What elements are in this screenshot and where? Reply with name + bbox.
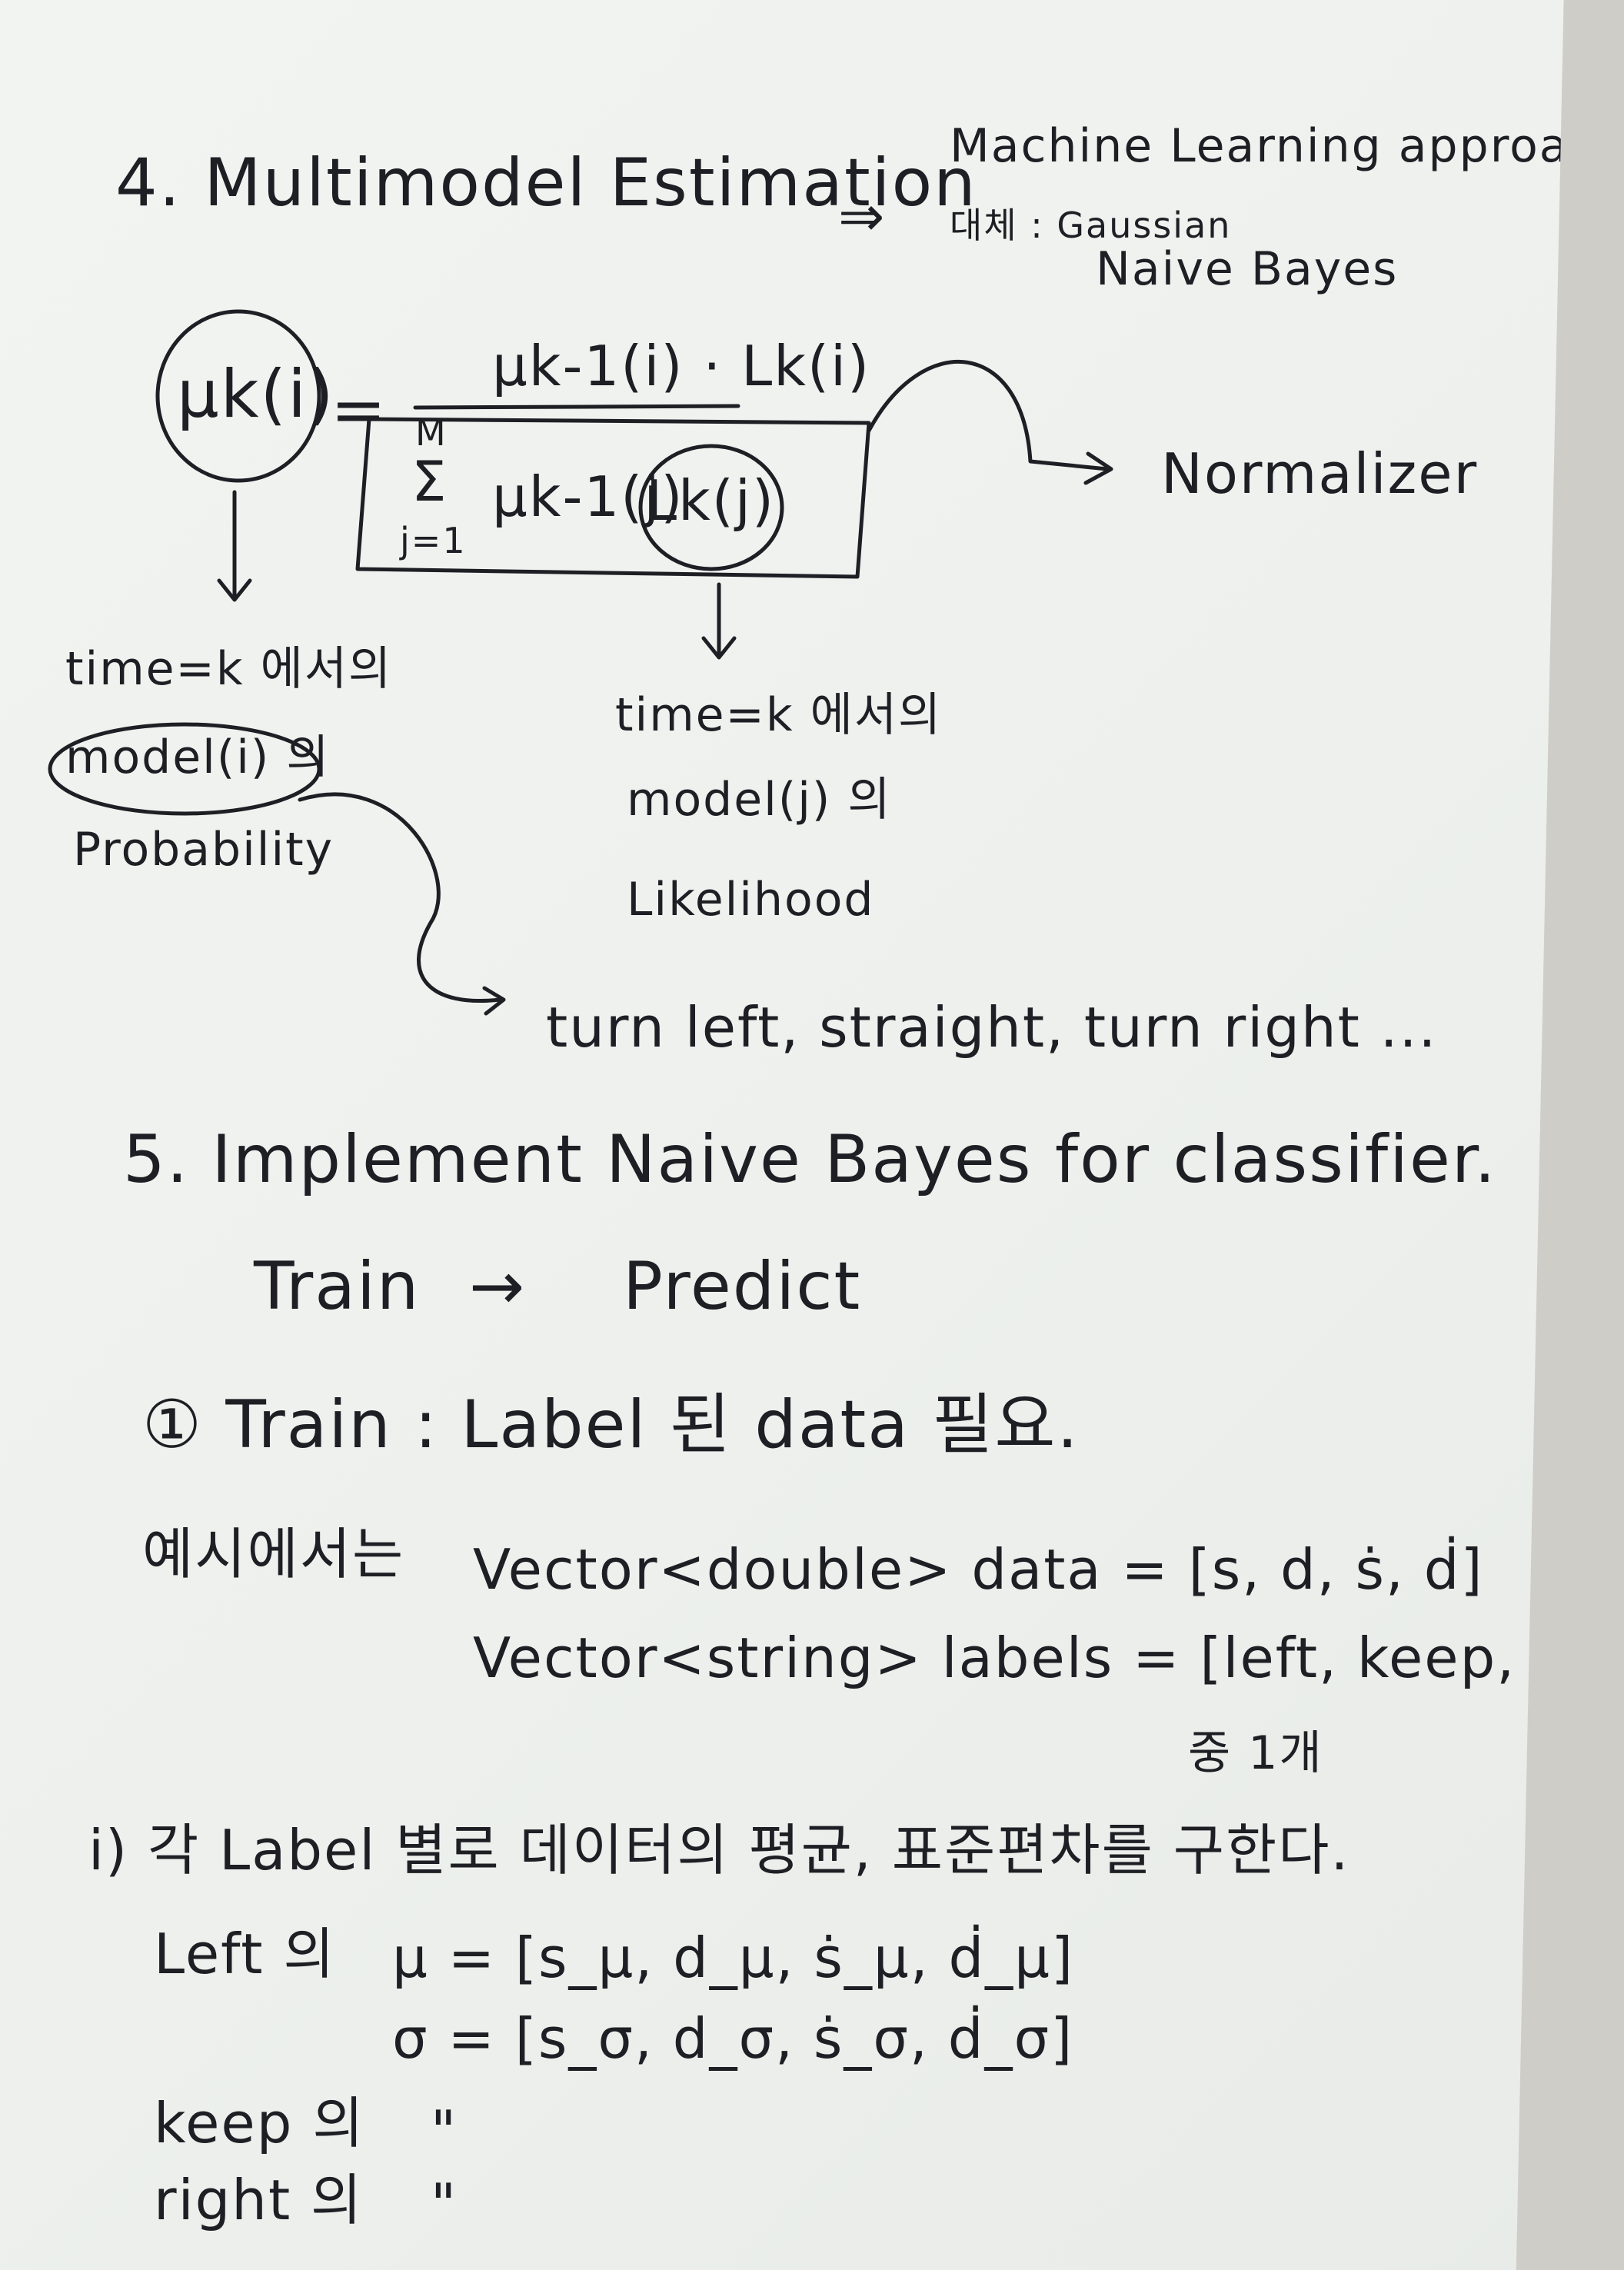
left-label: Left 의 (154, 1922, 336, 1986)
right-note-line2: model(j) 의 (627, 773, 892, 827)
sum-symbol-icon: Σ (411, 449, 448, 514)
labels-vector-line: Vector<string> labels = [left, keep, rig… (473, 1626, 1624, 1690)
flow-train: Train (254, 1248, 421, 1325)
denominator-likelihood-term: Lk(j) (646, 468, 775, 533)
left-note-line1: time=k 에서의 (65, 642, 393, 696)
model-list: turn left, straight, turn right ... (546, 995, 1438, 1060)
denominator-box (355, 417, 871, 579)
fraction-bar (413, 404, 740, 410)
example-label: 예시에서는 (142, 1522, 405, 1586)
right-label: right 의 (154, 2168, 364, 2232)
sigma-line: σ = [s_σ, d_σ, ṡ_σ, ḋ_σ] (392, 2006, 1074, 2071)
left-note-line2: model(i) 의 (65, 731, 331, 784)
section5-heading: 5. Implement Naive Bayes for classifier. (123, 1121, 1497, 1198)
mu-line: μ = [s_μ, d_μ, ṡ_μ, ḋ_μ] (392, 1926, 1075, 1990)
sum-lower-limit: j=1 (400, 520, 467, 561)
right-ditto: " (431, 2172, 458, 2236)
arrow-implies-icon: ⇒ (838, 184, 887, 248)
gaussian-note: 대체 : Gaussian (950, 205, 1232, 246)
naive-bayes-note: Naive Bayes (1096, 242, 1399, 296)
lhs-circle (155, 309, 321, 483)
normalizer-label: Normalizer (1161, 441, 1479, 506)
right-note-line3: Likelihood (627, 873, 875, 927)
left-note-line3: Probability (73, 823, 334, 877)
left-down-arrow (217, 490, 252, 602)
right-down-arrow (701, 582, 737, 660)
normalizer-arrow (867, 360, 1113, 485)
step1-train: ① Train : Label 된 data 필요. (142, 1386, 1080, 1463)
data-vector-line: Vector<double> data = [s, d, ṡ, ḋ] (473, 1537, 1484, 1602)
right-arrow-icon: → (469, 1248, 527, 1325)
models-curved-arrow (298, 792, 506, 1016)
section4-heading: 4. Multimodel Estimation (115, 145, 977, 221)
likelihood-circle (638, 444, 784, 571)
labels-note: 중 1개 (1188, 1726, 1323, 1780)
right-note-line1: time=k 에서의 (615, 688, 943, 742)
equals-sign: = (331, 371, 388, 448)
step-i-text: i) 각 Label 별로 데이터의 평균, 표준편차를 구한다. (88, 1818, 1350, 1882)
ml-approach-note: Machine Learning approach로 (950, 119, 1624, 173)
keep-ditto: " (431, 2099, 458, 2163)
keep-label: keep 의 (154, 2091, 365, 2155)
flow-predict: Predict (623, 1248, 862, 1325)
formula-numerator: μk-1(i) · Lk(i) (492, 334, 871, 398)
model-i-circle (48, 722, 321, 816)
formula-lhs: μk(i) (177, 356, 335, 433)
